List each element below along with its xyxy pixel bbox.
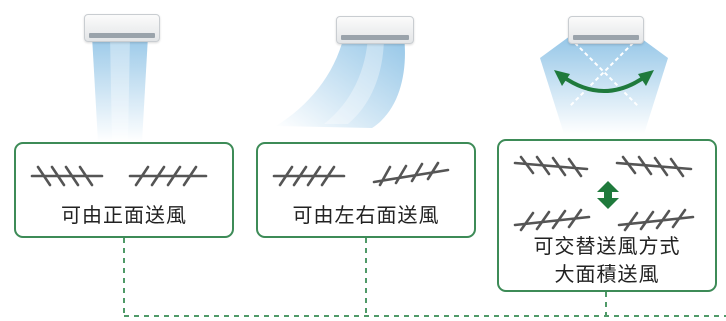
panel-side-airflow: 可由左右面送風 bbox=[256, 142, 476, 238]
panel-front-airflow: 可由正面送風 bbox=[14, 142, 234, 238]
hatch-mark-icon bbox=[513, 208, 695, 232]
hatch-mark-icon bbox=[513, 155, 693, 178]
panel-label-line1: 可交替送風方式 bbox=[533, 234, 681, 258]
up-down-arrow-icon bbox=[597, 181, 619, 209]
panel-label: 可由正面送風 bbox=[61, 203, 187, 227]
panel-alternating-airflow: 可交替送風方式 大面積送風 bbox=[497, 139, 717, 292]
airflow-side-icon bbox=[276, 36, 405, 128]
airflow-swing-icon bbox=[540, 36, 668, 134]
hatch-mark-icon bbox=[272, 161, 450, 187]
swing-arrow-icon bbox=[560, 74, 648, 93]
hatch-mark-icon bbox=[30, 165, 208, 187]
air-conditioner-icon bbox=[336, 16, 414, 44]
air-conditioner-icon bbox=[84, 14, 160, 42]
panel-label: 可由左右面送風 bbox=[292, 203, 440, 227]
panel-label-line2: 大面積送風 bbox=[554, 262, 660, 286]
air-conditioner-icon bbox=[568, 16, 644, 44]
airflow-front-icon bbox=[92, 36, 148, 142]
